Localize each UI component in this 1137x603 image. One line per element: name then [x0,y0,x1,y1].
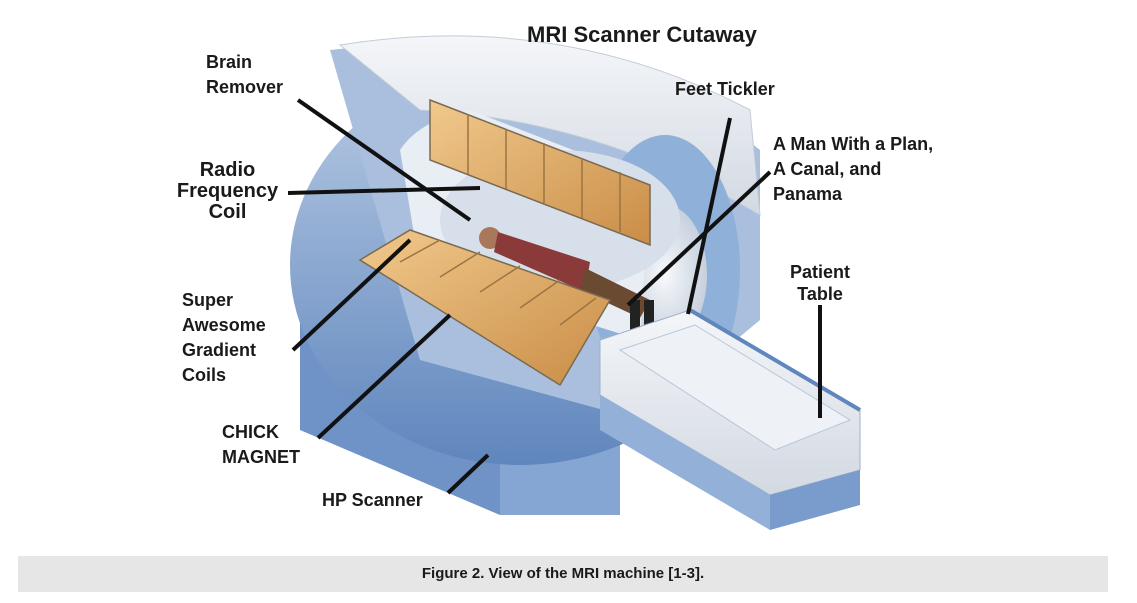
label-line: Super [182,290,234,310]
leader-man-with-plan [626,170,772,307]
leader-rf-coil [287,186,481,195]
label-line: Brain [206,52,253,72]
label-gradient-coils: Super Awesome Gradient Coils [182,288,266,388]
label-line: Frequency [176,180,279,202]
leader-lines [287,98,822,495]
label-line: Table [797,284,843,304]
label-line: A Man With a Plan, [773,134,934,154]
label-patient-table: Patient Table [770,261,870,305]
label-man-with-plan: A Man With a Plan, A Canal, and Panama [773,132,933,207]
figure-caption-bar: Figure 2. View of the MRI machine [1-3]. [18,556,1108,592]
label-line: CHICK [222,422,279,442]
label-line: Coil [208,201,247,223]
figure-caption: Figure 2. View of the MRI machine [1-3]. [421,565,705,582]
label-hp-scanner: HP Scanner [322,490,423,510]
leader-hp-scanner [446,453,490,495]
leader-chick-magnet [316,313,452,440]
label-rf-coil: Radio Frequency Coil [160,160,295,223]
patient-figure [479,227,654,332]
label-line: Radio [199,159,256,181]
label-line: MAGNET [222,447,300,467]
top-coil [429,98,651,247]
leader-brain-remover [296,98,472,222]
label-feet-tickler: Feet Tickler [675,79,775,99]
leader-feet-tickler [686,117,732,315]
mri-cutaway-illustration [287,35,862,530]
gradient-coil-lower [358,229,612,387]
label-brain-remover: Brain Remover [206,50,283,100]
leader-gradient-coils [291,238,412,352]
label-line: Awesome [182,315,266,335]
label-line: Patient [789,262,850,282]
patient-table [599,308,862,530]
label-line: Coils [182,365,227,385]
label-line: Gradient [182,340,257,360]
label-line: Panama [773,184,843,204]
label-chick-magnet: CHICK MAGNET [222,420,300,470]
label-line: Remover [206,77,284,97]
diagram-title: MRI Scanner Cutaway [527,22,757,47]
label-line: A Canal, and [773,159,882,179]
